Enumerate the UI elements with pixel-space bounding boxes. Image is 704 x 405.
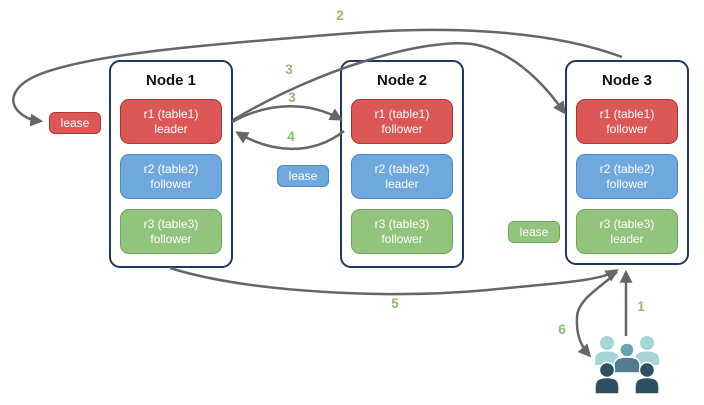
node2-replica-r2: r2 (table2) leader	[351, 154, 453, 199]
replica-name: r3 (table3)	[374, 216, 430, 231]
arrow-step5-node1-to-node3	[169, 266, 619, 296]
replica-name: r1 (table1)	[599, 106, 655, 121]
replica-name: r1 (table1)	[143, 106, 199, 121]
step-label-3b: 3	[288, 90, 296, 105]
replica-role: follower	[381, 121, 423, 136]
replica-role: leader	[154, 121, 188, 136]
replica-name: r1 (table1)	[374, 106, 430, 121]
node1-replica-r3: r3 (table3) follower	[120, 209, 222, 254]
node1-replica-r1: r1 (table1) leader	[120, 99, 222, 144]
replica-role: leader	[610, 231, 644, 246]
node-1-title: Node 1	[145, 72, 196, 89]
lease-badge-red: lease	[49, 112, 101, 134]
step-label-4: 4	[287, 129, 295, 144]
arrow-step2-node3-to-lease	[12, 28, 623, 127]
replica-role: follower	[150, 176, 192, 191]
node3-replica-r3: r3 (table3) leader	[576, 209, 678, 254]
node3-replica-r2: r2 (table2) follower	[576, 154, 678, 199]
lease-badge-blue: lease	[277, 165, 329, 187]
step-label-5: 5	[391, 296, 399, 311]
node2-replica-r1: r1 (table1) follower	[351, 99, 453, 144]
user-group-icon	[595, 336, 659, 395]
step-label-3a: 3	[285, 62, 293, 77]
replica-role: follower	[150, 231, 192, 246]
arrow-step6-node3-to-users	[575, 271, 618, 358]
node1-replica-r2: r2 (table2) follower	[120, 154, 222, 199]
arrow-step3-node1-to-node2	[231, 105, 343, 124]
node3-replica-r1: r1 (table1) follower	[576, 99, 678, 144]
replica-role: leader	[385, 176, 419, 191]
node-2-title: Node 2	[376, 72, 427, 89]
step-label-2: 2	[336, 8, 344, 23]
node-1-box: Node 1 r1 (table1) leader r2 (table2) fo…	[109, 60, 233, 268]
replica-name: r2 (table2)	[599, 161, 655, 176]
replica-name: r3 (table3)	[143, 216, 199, 231]
replica-role: follower	[606, 121, 648, 136]
lease-badge-green: lease	[508, 221, 560, 243]
replica-name: r3 (table3)	[599, 216, 655, 231]
replica-name: r2 (table2)	[143, 161, 199, 176]
node-3-title: Node 3	[601, 72, 652, 89]
node-3-box: Node 3 r1 (table1) follower r2 (table2) …	[565, 60, 689, 265]
replica-role: follower	[606, 176, 648, 191]
step-label-6: 6	[558, 322, 566, 337]
node-2-box: Node 2 r1 (table1) follower r2 (table2) …	[340, 60, 464, 268]
replica-name: r2 (table2)	[374, 161, 430, 176]
step-label-1: 1	[637, 299, 645, 314]
replica-role: follower	[381, 231, 423, 246]
node2-replica-r3: r3 (table3) follower	[351, 209, 453, 254]
